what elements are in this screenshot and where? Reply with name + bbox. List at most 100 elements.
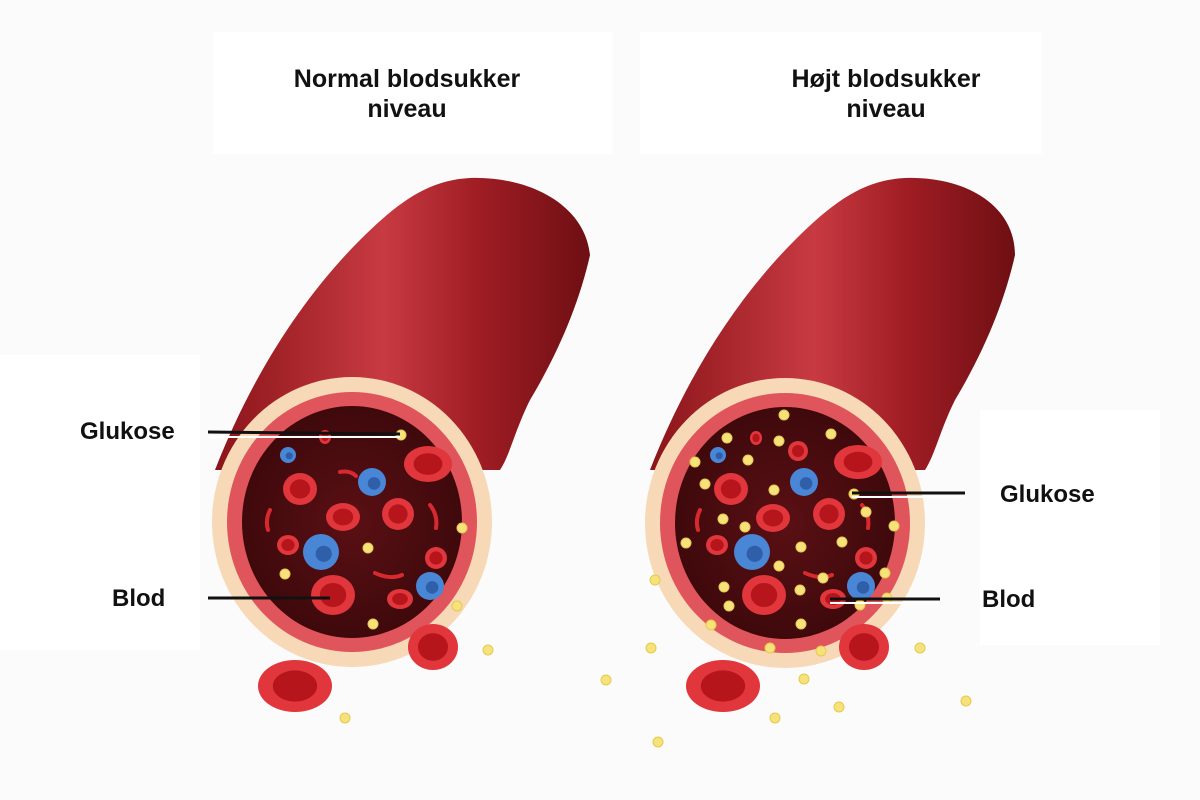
white-blood-cell bbox=[303, 534, 339, 570]
red-blood-cell-center bbox=[332, 508, 354, 526]
red-blood-cell-center bbox=[272, 670, 318, 702]
red-blood-cell-center bbox=[700, 670, 746, 702]
normal-cells bbox=[264, 429, 468, 630]
high-glucose-label: Glukose bbox=[1000, 481, 1095, 508]
glucose-particle bbox=[914, 642, 926, 654]
red-blood-cell-center bbox=[413, 453, 443, 475]
red-blood-cell bbox=[277, 535, 299, 555]
glucose-particle bbox=[960, 695, 972, 707]
glucose-particle bbox=[794, 584, 806, 596]
normal-title-line2: niveau bbox=[367, 95, 447, 123]
glucose-particle bbox=[825, 428, 837, 440]
normal-title: Normal blodsukker niveau bbox=[247, 64, 567, 124]
white-blood-cell bbox=[734, 534, 770, 570]
red-blood-cell-center bbox=[418, 633, 448, 661]
glucose-particle bbox=[699, 478, 711, 490]
glucose-particle bbox=[860, 506, 872, 518]
glucose-particle bbox=[836, 536, 848, 548]
red-blood-cell bbox=[382, 498, 414, 530]
glucose-particle bbox=[817, 572, 829, 584]
white-blood-cell-nucleus bbox=[856, 581, 870, 594]
red-blood-cell bbox=[750, 431, 762, 445]
normal-glucose-label: Glukose bbox=[80, 418, 175, 445]
red-blood-cell-center bbox=[319, 583, 347, 607]
glucose-particle bbox=[773, 435, 785, 447]
white-blood-cell bbox=[416, 572, 444, 600]
red-blood-cell bbox=[756, 504, 790, 532]
red-blood-cell-center bbox=[388, 504, 408, 524]
red-blood-cell-center bbox=[843, 451, 873, 473]
red-blood-cell-edge bbox=[338, 469, 358, 478]
red-blood-cell-center bbox=[710, 539, 724, 551]
glucose-particle bbox=[723, 600, 735, 612]
white-blood-cell-nucleus bbox=[799, 477, 813, 490]
red-blood-cell bbox=[788, 441, 808, 461]
glucose-particle bbox=[680, 537, 692, 549]
red-blood-cell-center bbox=[792, 445, 804, 457]
glucose-particle bbox=[279, 568, 291, 580]
red-blood-cell bbox=[714, 473, 748, 505]
red-blood-cell-center bbox=[819, 504, 839, 524]
title-backdrop-left bbox=[213, 32, 613, 154]
normal-glucose-pointer bbox=[207, 430, 401, 436]
red-blood-cell bbox=[706, 535, 728, 555]
glucose-particle bbox=[879, 567, 891, 579]
red-blood-cell bbox=[283, 473, 317, 505]
white-blood-cell-nucleus bbox=[367, 477, 381, 490]
glucose-particle bbox=[482, 644, 494, 656]
glucose-particle bbox=[795, 541, 807, 553]
white-blood-cell-nucleus bbox=[315, 545, 332, 562]
red-blood-cell-edge bbox=[428, 503, 439, 530]
glucose-particle bbox=[718, 581, 730, 593]
white-blood-cell bbox=[790, 468, 818, 496]
red-blood-cell-center bbox=[289, 479, 311, 499]
white-blood-cell bbox=[847, 572, 875, 600]
glucose-particle bbox=[451, 600, 463, 612]
high-title: Højt blodsukker niveau bbox=[726, 64, 1046, 124]
white-blood-cell bbox=[280, 447, 296, 463]
red-blood-cell bbox=[839, 624, 889, 670]
escaped-cells bbox=[258, 574, 972, 748]
glucose-particle bbox=[833, 701, 845, 713]
glucose-particle bbox=[764, 642, 776, 654]
glucose-particle bbox=[742, 454, 754, 466]
red-blood-cell bbox=[855, 547, 877, 569]
glucose-particle bbox=[768, 484, 780, 496]
red-blood-cell bbox=[258, 660, 332, 712]
red-blood-cell-edge bbox=[264, 508, 272, 532]
red-blood-cell-center bbox=[752, 433, 760, 443]
red-blood-cell bbox=[326, 503, 360, 531]
glucose-particle bbox=[854, 599, 866, 611]
glucose-particle bbox=[798, 673, 810, 685]
red-blood-cell-center bbox=[859, 551, 873, 565]
red-blood-cell-center bbox=[429, 551, 443, 565]
glucose-particle bbox=[705, 619, 717, 631]
white-blood-cell-nucleus bbox=[746, 545, 763, 562]
red-blood-cell bbox=[742, 575, 786, 615]
glucose-particle bbox=[649, 574, 661, 586]
glucose-particle bbox=[773, 560, 785, 572]
red-blood-cell bbox=[686, 660, 760, 712]
glucose-particle bbox=[888, 520, 900, 532]
glucose-particle bbox=[367, 618, 379, 630]
red-blood-cell bbox=[387, 589, 413, 609]
high-vessel bbox=[645, 177, 1015, 668]
white-blood-cell bbox=[358, 468, 386, 496]
glucose-particle bbox=[721, 432, 733, 444]
high-blood-label: Blod bbox=[982, 586, 1036, 613]
normal-title-line1: Normal blodsukker bbox=[293, 65, 521, 93]
white-blood-cell-nucleus bbox=[285, 452, 293, 460]
red-blood-cell-edge bbox=[694, 508, 702, 532]
red-blood-cell bbox=[813, 498, 845, 530]
glucose-particle bbox=[739, 521, 751, 533]
glucose-particle bbox=[456, 522, 468, 534]
white-blood-cell bbox=[710, 447, 726, 463]
glucose-particle bbox=[795, 618, 807, 630]
red-blood-cell bbox=[834, 445, 882, 479]
high-title-line1: Højt blodsukker bbox=[791, 65, 981, 93]
glucose-particle bbox=[778, 409, 790, 421]
white-blood-cell-nucleus bbox=[425, 581, 439, 594]
normal-blood-label: Blod bbox=[112, 585, 166, 612]
red-blood-cell bbox=[425, 547, 447, 569]
